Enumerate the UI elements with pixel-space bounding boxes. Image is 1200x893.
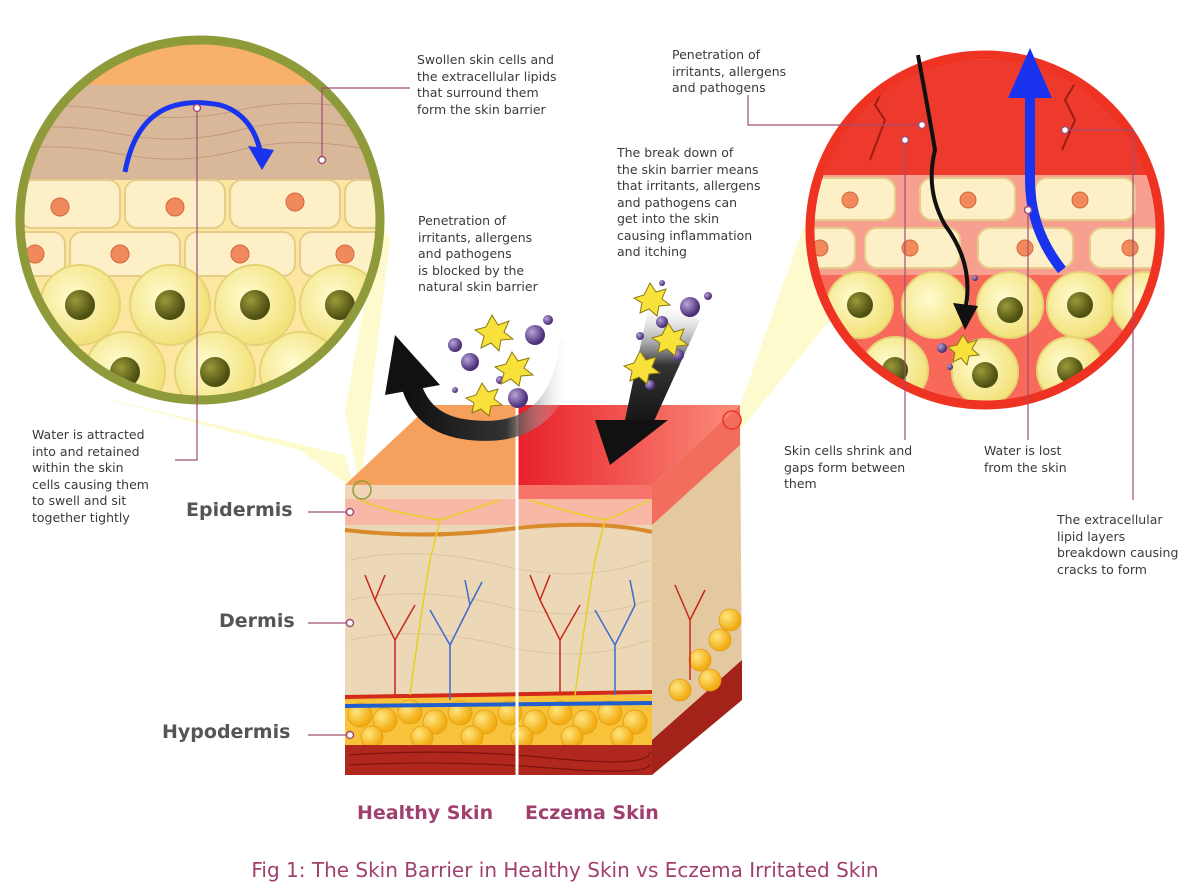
label-hypodermis: Hypodermis	[162, 721, 291, 743]
nerves	[359, 499, 651, 696]
annotation-penetration: Penetration of irritants, allergens and …	[672, 47, 787, 95]
figure-caption: Fig 1: The Skin Barrier in Healthy Skin …	[251, 858, 879, 882]
deflection-arrow	[385, 335, 580, 441]
label-dermis: Dermis	[219, 610, 295, 632]
healthy-zoom-marker	[352, 480, 372, 500]
annotation-penetration-blocked: Penetration of irritants, allergens and …	[418, 213, 538, 294]
healthy-ring	[15, 35, 385, 405]
label-epidermis: Epidermis	[186, 499, 293, 521]
label-eczema-skin: Eczema Skin	[525, 802, 659, 824]
water-loss-arrow	[1025, 90, 1066, 274]
callout-cone-left-upper	[345, 220, 390, 490]
blocked-irritant-particles	[448, 313, 553, 417]
eczema-zoom-marker	[722, 410, 742, 430]
muscle-layer	[345, 745, 652, 775]
irritant-path-arrowhead	[953, 303, 978, 330]
leader-lines	[175, 87, 1134, 736]
eczema-magnified-view	[805, 48, 1165, 410]
annotation-water-attracted: Water is attracted into and retained wit…	[32, 427, 149, 525]
irritant-path-arrow	[916, 54, 970, 311]
incoming-irritant-particles	[622, 280, 712, 390]
leader-dots	[192, 103, 1070, 740]
annotation-barrier-breakdown: The break down of the skin barrier means…	[617, 145, 761, 259]
annotation-cells-shrink: Skin cells shrink and gaps form between …	[784, 443, 913, 491]
water-loss-arrowhead	[1008, 48, 1052, 98]
skin-cross-section-block	[344, 405, 742, 775]
blood-vessels-blue	[429, 579, 636, 700]
annotation-swollen-cells: Swollen skin cells and the extracellular…	[417, 52, 557, 117]
eczema-ring	[805, 50, 1165, 410]
annotation-water-lost: Water is lost from the skin	[984, 443, 1067, 475]
water-retention-arrow	[122, 100, 265, 173]
label-healthy-skin: Healthy Skin	[357, 802, 494, 824]
blood-vessels-red	[364, 574, 706, 695]
dermis-layer	[345, 525, 652, 695]
water-retention-arrowhead	[248, 146, 274, 170]
healthy-magnified-view	[15, 35, 385, 405]
irritant-particles-right	[937, 275, 981, 370]
annotation-lipid-breakdown: The extracellular lipid layers breakdown…	[1057, 512, 1179, 577]
